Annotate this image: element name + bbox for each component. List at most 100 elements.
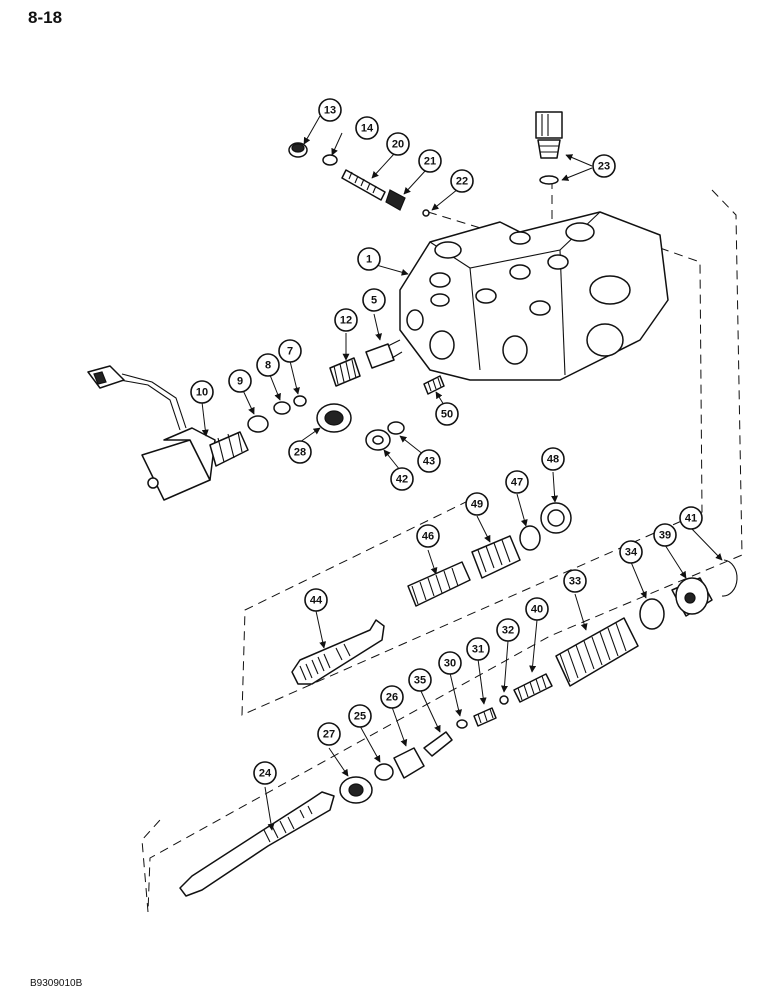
- callout-circle: [408, 668, 432, 692]
- callout-circle: [592, 154, 616, 178]
- callout-circle: [563, 569, 587, 593]
- callout-number: 28: [294, 447, 306, 459]
- callout-circle: [256, 353, 280, 377]
- callout-circle: [317, 722, 341, 746]
- callout-labels: 1578910121314202122232425262728303132333…: [190, 98, 703, 785]
- callout-circle: [417, 449, 441, 473]
- callout-33: 33: [563, 569, 587, 593]
- callout-number: 24: [259, 768, 272, 780]
- callout-50: 50: [435, 402, 459, 426]
- callout-number: 33: [569, 576, 581, 588]
- callout-circle: [228, 369, 252, 393]
- callout-number: 25: [354, 711, 366, 723]
- callout-9: 9: [228, 369, 252, 393]
- relief-valve-parts: [288, 142, 430, 217]
- callout-number: 41: [685, 513, 697, 525]
- callout-12: 12: [334, 308, 358, 332]
- callout-number: 42: [396, 474, 408, 486]
- callout-47: 47: [505, 470, 529, 494]
- callout-circle: [355, 116, 379, 140]
- callout-number: 22: [456, 176, 468, 188]
- callout-number: 8: [265, 360, 271, 372]
- callout-number: 31: [472, 644, 484, 656]
- solenoid-valve: [87, 365, 249, 501]
- callout-circle: [679, 506, 703, 530]
- callout-circle: [416, 524, 440, 548]
- page-number: 8-18: [28, 8, 63, 27]
- callout-number: 23: [598, 161, 610, 173]
- callout-number: 14: [361, 123, 374, 135]
- callout-42: 42: [390, 467, 414, 491]
- callout-13: 13: [318, 98, 342, 122]
- callout-circle: [450, 169, 474, 193]
- callout-circle: [435, 402, 459, 426]
- callout-circle: [505, 470, 529, 494]
- callout-number: 13: [324, 105, 336, 117]
- callout-30: 30: [438, 651, 462, 675]
- callout-circle: [380, 685, 404, 709]
- callout-circle: [288, 440, 312, 464]
- callout-39: 39: [653, 523, 677, 547]
- solenoid-seal-rings: [247, 395, 307, 433]
- callout-28: 28: [288, 440, 312, 464]
- callout-27: 27: [317, 722, 341, 746]
- callout-circle: [357, 247, 381, 271]
- callout-21: 21: [418, 149, 442, 173]
- callout-10: 10: [190, 380, 214, 404]
- callout-25: 25: [348, 704, 372, 728]
- callout-circle: [334, 308, 358, 332]
- callout-circle: [253, 761, 277, 785]
- callout-circle: [418, 149, 442, 173]
- callout-number: 21: [424, 156, 436, 168]
- callout-44: 44: [304, 588, 328, 612]
- callout-number: 35: [414, 675, 426, 687]
- callout-46: 46: [416, 524, 440, 548]
- callout-circle: [496, 618, 520, 642]
- callout-circle: [318, 98, 342, 122]
- callout-number: 1: [366, 254, 372, 266]
- callout-circle: [619, 540, 643, 564]
- callout-43: 43: [417, 449, 441, 473]
- callout-number: 43: [423, 456, 435, 468]
- callout-number: 7: [287, 346, 293, 358]
- lower-spool-group: [179, 559, 738, 897]
- callout-number: 49: [471, 499, 483, 511]
- callout-number: 34: [625, 547, 638, 559]
- callout-number: 47: [511, 477, 523, 489]
- callout-40: 40: [525, 597, 549, 621]
- callout-circle: [386, 132, 410, 156]
- callout-circle: [525, 597, 549, 621]
- callout-circle: [466, 637, 490, 661]
- callout-8: 8: [256, 353, 280, 377]
- callout-circle: [465, 492, 489, 516]
- callout-31: 31: [466, 637, 490, 661]
- callout-circle: [278, 339, 302, 363]
- callout-35: 35: [408, 668, 432, 692]
- figure-code: B9309010B: [30, 978, 83, 989]
- callout-circle: [348, 704, 372, 728]
- callout-circle: [390, 467, 414, 491]
- callout-number: 30: [444, 658, 456, 670]
- callout-24: 24: [253, 761, 277, 785]
- seal-and-plug-parts: [316, 403, 405, 451]
- callout-number: 5: [371, 295, 377, 307]
- callout-32: 32: [496, 618, 520, 642]
- upper-spool-group: [291, 502, 572, 685]
- pressure-switch: [535, 111, 563, 185]
- callout-number: 50: [441, 409, 453, 421]
- callout-34: 34: [619, 540, 643, 564]
- callout-circle: [541, 447, 565, 471]
- callout-number: 20: [392, 139, 404, 151]
- callout-circle: [304, 588, 328, 612]
- callout-number: 27: [323, 729, 335, 741]
- callout-22: 22: [450, 169, 474, 193]
- callout-number: 12: [340, 315, 352, 327]
- callout-5: 5: [362, 288, 386, 312]
- callout-number: 9: [237, 376, 243, 388]
- callout-number: 46: [422, 531, 434, 543]
- callout-number: 44: [310, 595, 323, 607]
- callout-number: 48: [547, 454, 559, 466]
- callout-48: 48: [541, 447, 565, 471]
- callout-23: 23: [592, 154, 616, 178]
